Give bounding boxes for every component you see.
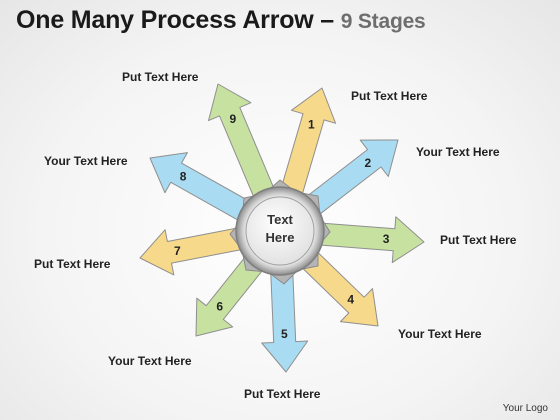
center-disc — [245, 196, 315, 266]
page-title: One Many Process Arrow – 9 Stages — [16, 6, 426, 35]
arrow-number-3: 3 — [383, 232, 390, 246]
arrow-label-4: Your Text Here — [398, 327, 482, 341]
arrow-label-8: Your Text Here — [44, 154, 128, 168]
title-main: One Many Process Arrow – — [16, 6, 341, 34]
title-stages: 9 Stages — [340, 10, 426, 33]
arrow-number-9: 9 — [229, 112, 236, 126]
arrow-number-7: 7 — [174, 244, 181, 258]
arrow-number-8: 8 — [180, 170, 187, 184]
arrow-number-1: 1 — [308, 118, 315, 132]
arrow-label-6: Your Text Here — [108, 354, 192, 368]
arrow-label-3: Put Text Here — [440, 233, 517, 247]
center-text-line2: Here — [266, 230, 295, 245]
arrow-label-2: Your Text Here — [416, 145, 500, 159]
arrow-label-9: Put Text Here — [122, 70, 199, 84]
arrow-number-5: 5 — [281, 327, 288, 341]
center-text-line1: Text — [267, 212, 293, 227]
arrow-label-1: Put Text Here — [351, 89, 428, 103]
arrow-label-5: Put Text Here — [244, 387, 321, 401]
arrow-number-2: 2 — [365, 156, 372, 170]
arrows-group: 9 8 7 6 5 4 3 2 1 — [139, 83, 425, 373]
logo-text: Your Logo — [502, 403, 548, 414]
arrow-label-7: Put Text Here — [34, 257, 111, 271]
arrow-number-6: 6 — [216, 299, 223, 313]
arrow-number-4: 4 — [347, 293, 354, 307]
